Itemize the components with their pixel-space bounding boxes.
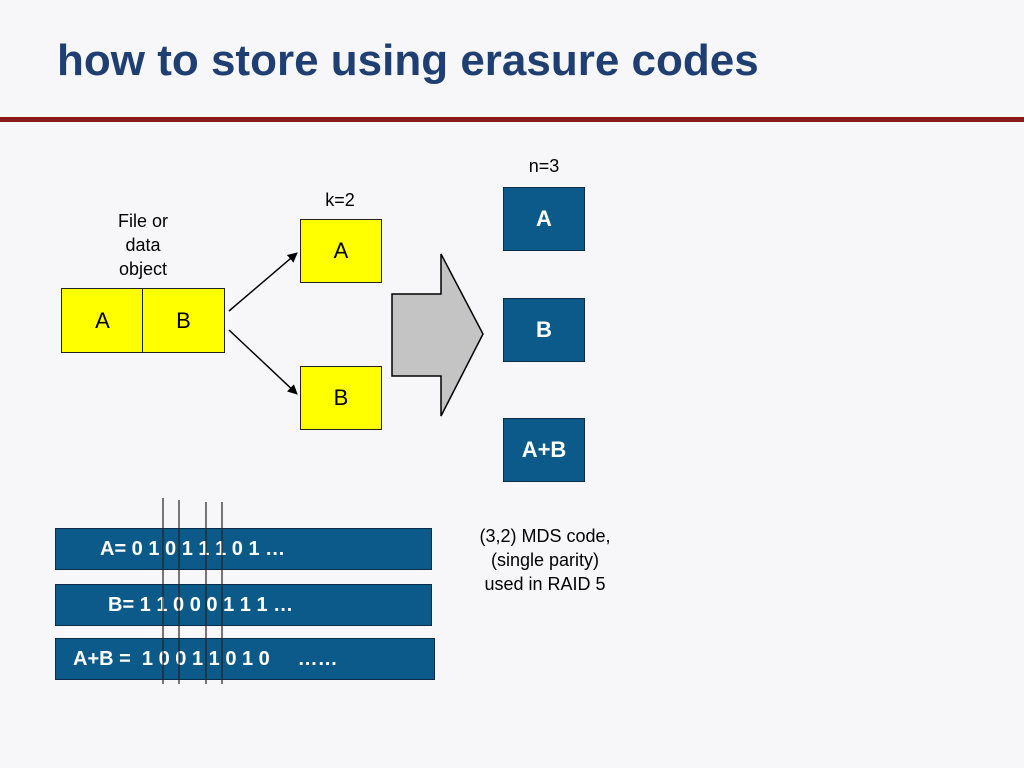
k-block-a: A [300, 219, 382, 283]
file-label-line-1: File or [117, 211, 168, 231]
file-part-b: B [142, 288, 225, 353]
row-parity: A+B = 1 0 0 1 1 0 1 0 …… [55, 638, 435, 680]
slide-title: how to store using erasure codes [57, 36, 759, 85]
n-label: n=3 [528, 156, 560, 176]
title-rule [0, 117, 1024, 122]
n-block-a: A [503, 187, 585, 251]
split-arrow-up [228, 252, 298, 312]
caption-line-2: (single parity) [490, 550, 600, 570]
split-arrow-down [228, 329, 298, 395]
row-a: A= 0 1 0 1 1 1 0 1 … [55, 528, 432, 570]
row-b: B= 1 1 0 0 0 1 1 1 … [55, 584, 432, 626]
file-label-line-2: data [125, 235, 161, 255]
k-label: k=2 [325, 190, 355, 210]
file-part-a: A [61, 288, 144, 353]
file-label-line-3: object [118, 259, 168, 279]
k-block-b: B [300, 366, 382, 430]
row-a-text: A= 0 1 0 1 1 1 0 1 … [100, 537, 286, 560]
row-parity-text: A+B = 1 0 0 1 1 0 1 0 …… [73, 647, 338, 670]
n-block-parity: A+B [503, 418, 585, 482]
encode-arrow [391, 253, 484, 417]
n-block-b: B [503, 298, 585, 362]
caption-line-1: (3,2) MDS code, [479, 526, 611, 546]
caption-line-3: used in RAID 5 [484, 574, 606, 594]
